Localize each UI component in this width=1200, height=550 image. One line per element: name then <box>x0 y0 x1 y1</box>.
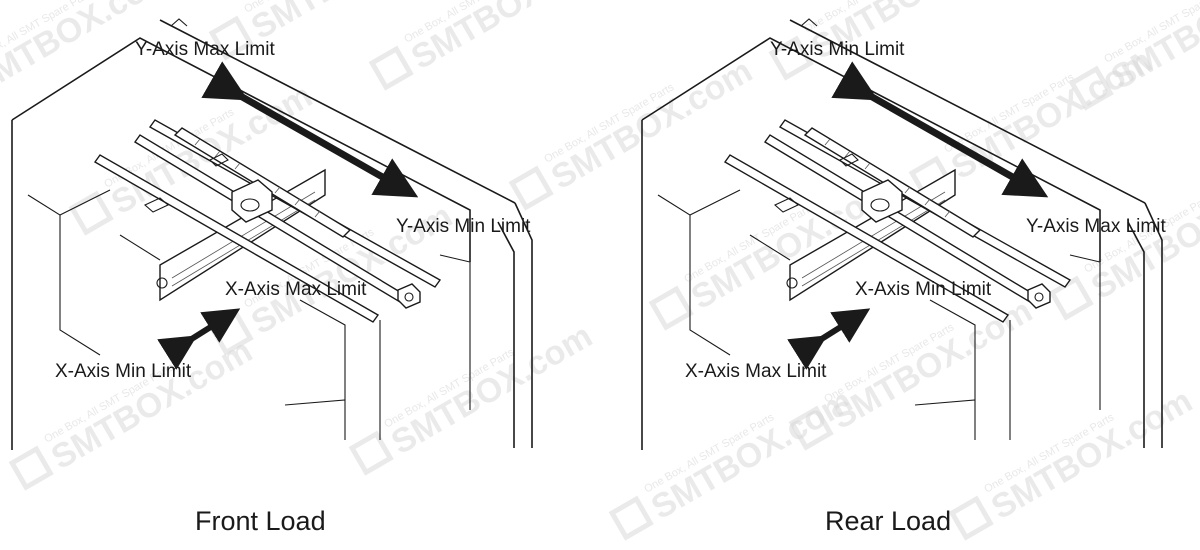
x-axis-arrow <box>787 308 871 370</box>
watermark-logo-icon <box>608 495 654 541</box>
watermark-logo-icon <box>508 165 554 211</box>
panel-rear-load: Y-Axis Min Limit Y-Axis Max Limit X-Axis… <box>641 18 1166 536</box>
x-axis-top-label: X-Axis Min Limit <box>855 279 992 300</box>
x-axis-bottom-label: X-Axis Min Limit <box>55 361 192 382</box>
watermark-brand: SMTBOX.com <box>45 332 259 477</box>
watermark-logo-icon <box>348 430 394 476</box>
watermark-logo-icon <box>68 190 114 236</box>
y-axis-bottom-label: Y-Axis Max Limit <box>1026 216 1166 237</box>
watermark-logo-icon <box>208 15 254 61</box>
watermark-logo-icon <box>1048 275 1094 321</box>
panel-front-load: Y-Axis Max Limit Y-Axis Min Limit X-Axis… <box>11 18 533 536</box>
watermark-logo-icon <box>368 45 414 91</box>
y-axis-top-label: Y-Axis Max Limit <box>135 39 275 60</box>
y-axis-arrow <box>201 61 419 198</box>
y-axis-bottom-label: Y-Axis Min Limit <box>396 216 531 237</box>
panel-caption-front: Front Load <box>195 506 326 536</box>
watermark-brand: SMTBOX.com <box>405 0 619 77</box>
machine-drawing <box>11 19 533 450</box>
x-axis-top-label: X-Axis Max Limit <box>225 279 367 300</box>
x-axis-bottom-label: X-Axis Max Limit <box>685 361 827 382</box>
y-axis-arrow <box>831 61 1049 198</box>
watermark-logo-icon <box>8 445 54 491</box>
watermark-logo-icon <box>788 405 834 451</box>
x-axis-arrow <box>157 308 241 370</box>
watermark-logo-icon <box>648 285 694 331</box>
panel-caption-rear: Rear Load <box>825 506 951 536</box>
watermark-logo-icon <box>948 495 994 541</box>
watermark-logo-icon <box>1068 65 1114 111</box>
watermark-brand: SMTBOX.com <box>985 382 1199 527</box>
watermark-brand: SMTBOX.com <box>385 317 599 462</box>
y-axis-top-label: Y-Axis Min Limit <box>770 39 905 60</box>
watermark-brand: SMTBOX.com <box>545 52 759 197</box>
